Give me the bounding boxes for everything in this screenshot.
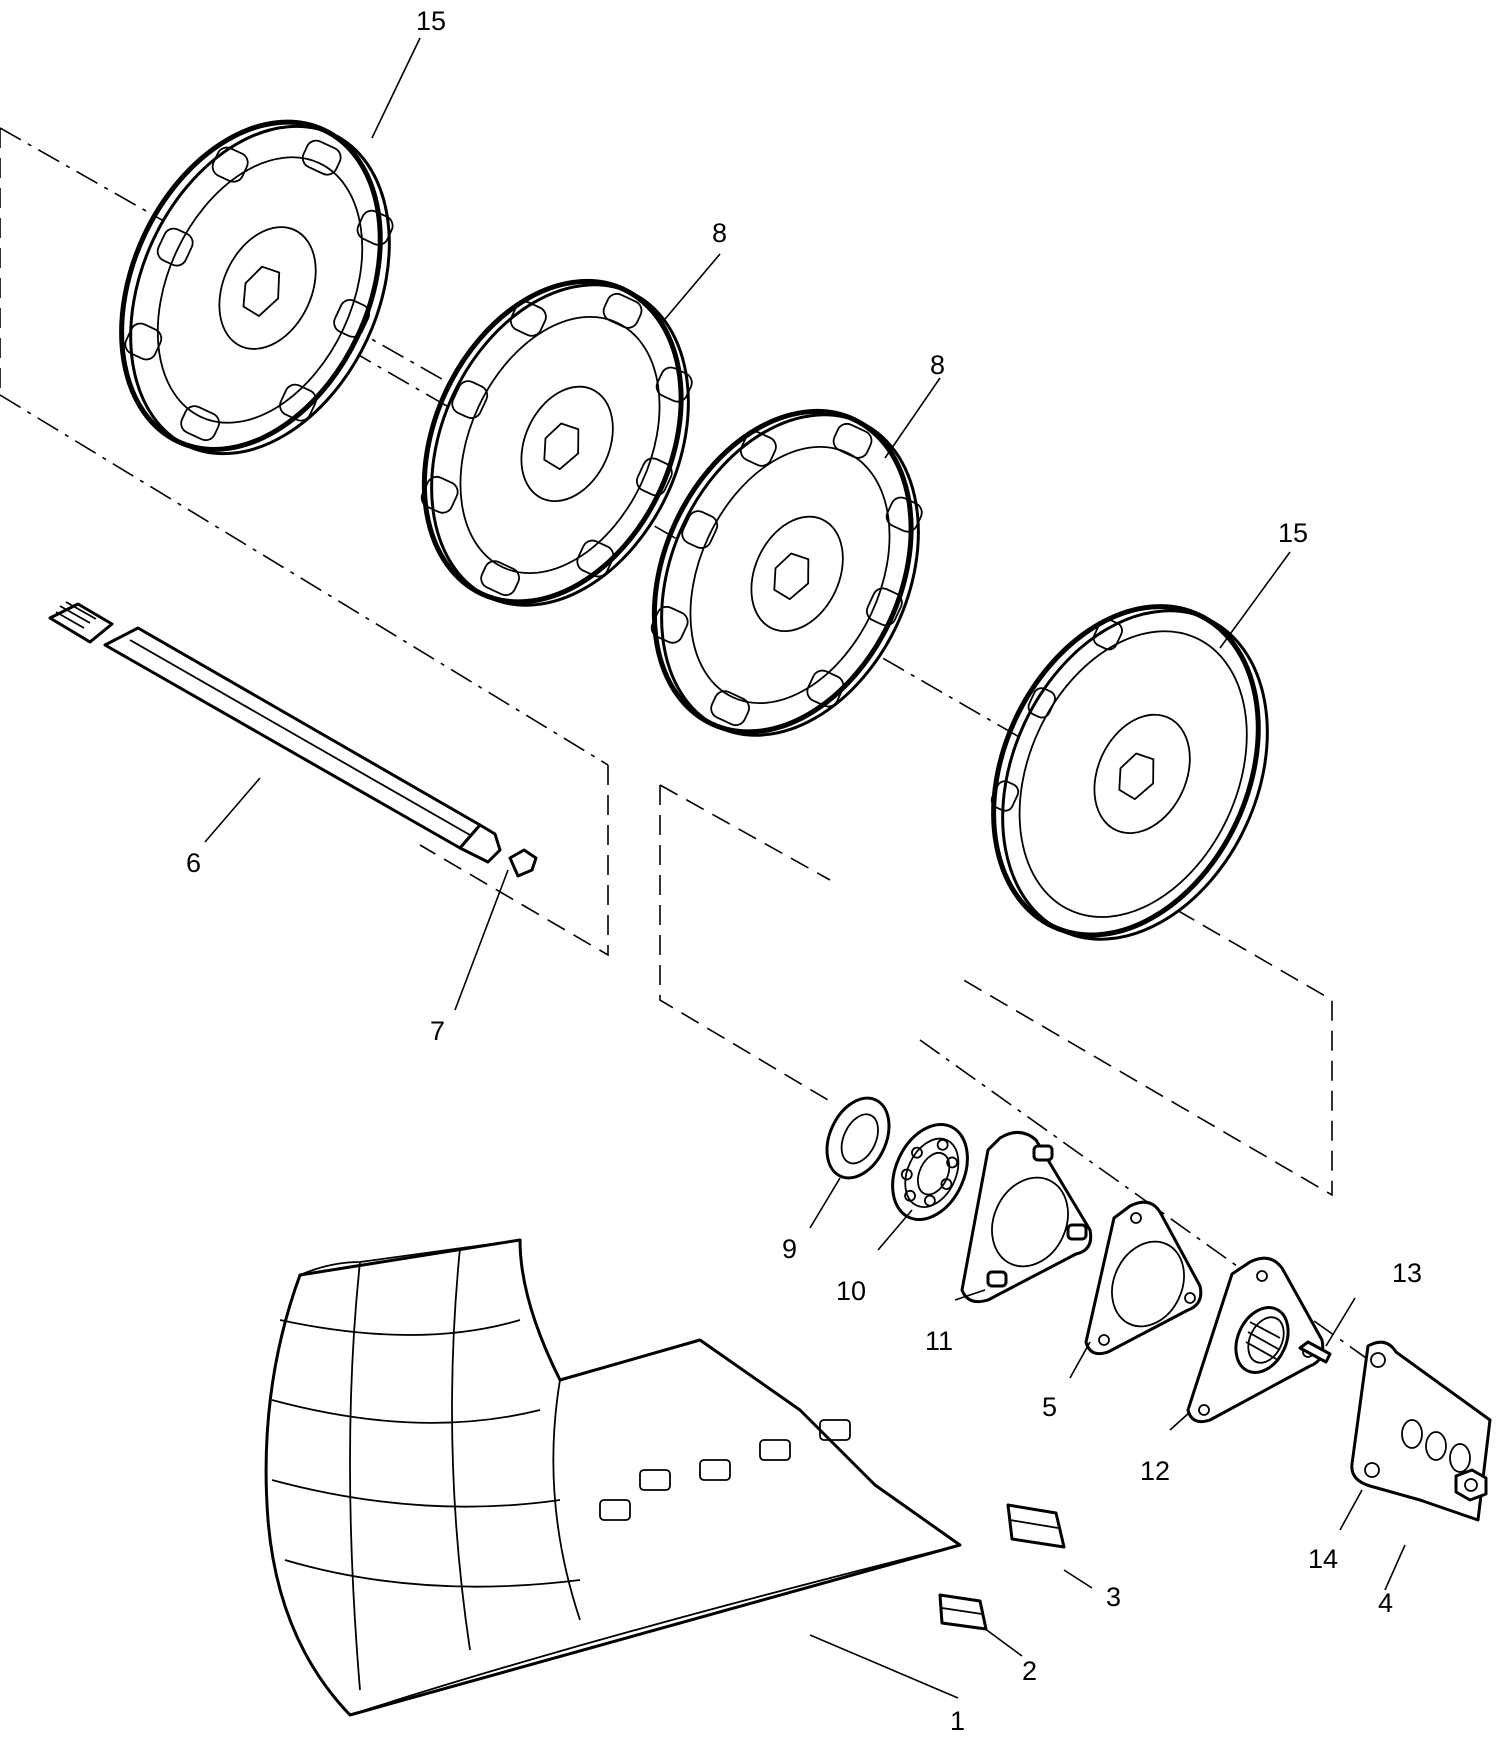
dashed-frames: [0, 128, 1333, 1197]
drive-shaft: [48, 601, 502, 864]
callout-label-15b: 15: [1278, 518, 1308, 548]
callout-label-4: 4: [1378, 1588, 1393, 1618]
callout-label-13: 13: [1392, 1258, 1422, 1288]
sprocket-8-left: [420, 278, 693, 607]
bearing-housing-12: [1186, 1256, 1325, 1424]
callout-label-10: 10: [836, 1276, 866, 1306]
callout-label-9: 9: [782, 1234, 797, 1264]
callout-label-8b: 8: [930, 350, 945, 380]
clip-3: [1006, 1503, 1066, 1549]
sprocket-15-left: [119, 119, 394, 456]
track-1: [264, 1238, 962, 1717]
callout-label-3: 3: [1106, 1582, 1121, 1612]
callout-label-11: 11: [925, 1326, 953, 1356]
callout-label-12: 12: [1140, 1456, 1170, 1486]
bearing-10: [891, 1122, 969, 1222]
callout-label-15a: 15: [416, 6, 446, 36]
callout-label-1: 1: [950, 1706, 965, 1736]
gasket-5: [1084, 1200, 1203, 1356]
nut-4: [1454, 1468, 1488, 1502]
callout-label-6: 6: [186, 848, 201, 878]
callout-label-8a: 8: [712, 218, 727, 248]
flange-11: [960, 1131, 1093, 1304]
callout-labels: 1 2 3 4 5 6 7 8 8 9 10 11 12 13 14 15 15: [186, 6, 1422, 1736]
sprocket-8-right: [650, 408, 923, 737]
callout-label-14: 14: [1308, 1544, 1338, 1574]
callout-label-5: 5: [1042, 1392, 1057, 1422]
sprocket-15-right: [990, 604, 1269, 941]
clip-2: [938, 1593, 988, 1631]
callout-label-7: 7: [430, 1016, 445, 1046]
grease-fitting-13: [1298, 1340, 1332, 1364]
retainer-9: [825, 1096, 891, 1180]
callout-label-2: 2: [1022, 1656, 1037, 1686]
leader-lines: [204, 37, 1406, 1699]
clip-7: [508, 848, 538, 878]
